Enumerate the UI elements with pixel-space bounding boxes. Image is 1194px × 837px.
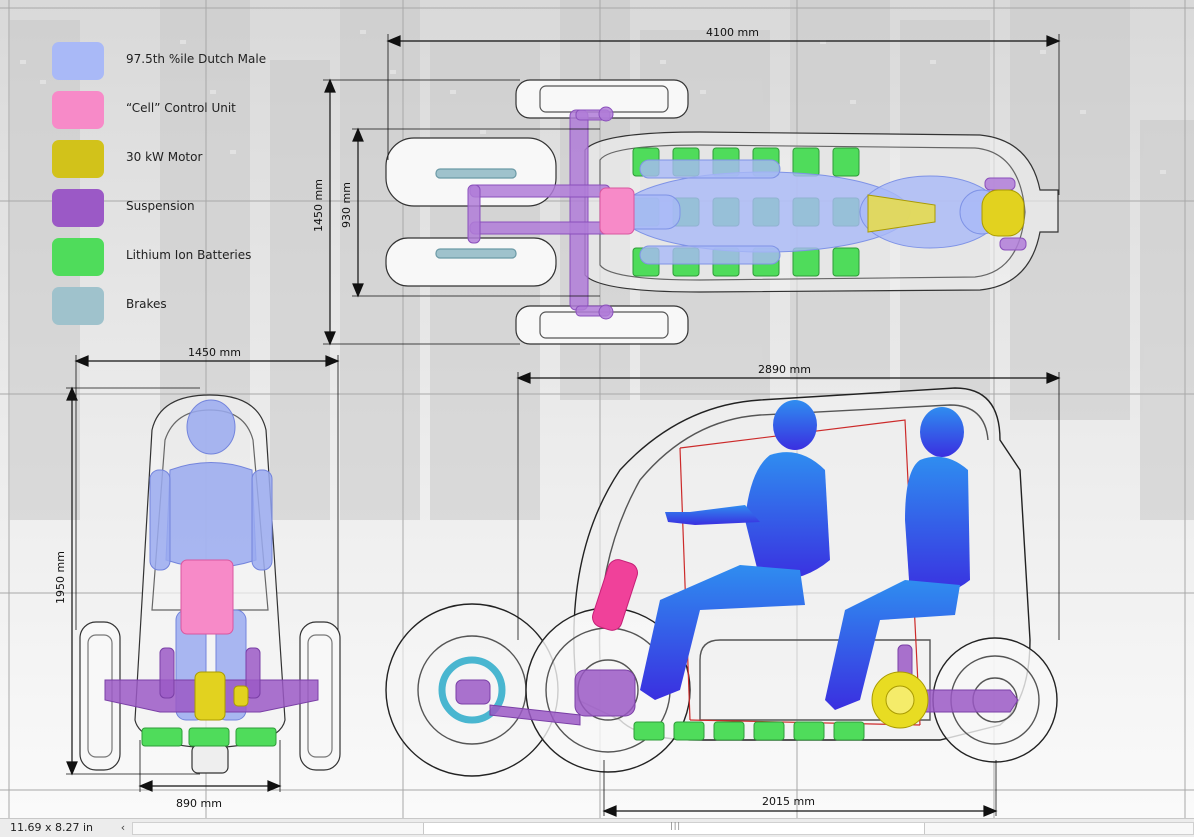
legend-label: “Cell” Control Unit [126,101,236,115]
legend-swatch [52,189,104,227]
horizontal-scrollbar[interactable]: ||| [132,821,1194,835]
side-human-driver [640,400,830,700]
front-motor [194,671,249,721]
legend-label: Lithium Ion Batteries [126,248,252,262]
dim-front-height: 1950 mm [54,551,67,604]
legend-label: Suspension [126,199,195,213]
side-batteries [633,721,865,741]
side-brake [438,656,506,724]
top-control-unit [599,187,635,235]
dim-front-width: 1450 mm [188,346,241,359]
side-motor [871,671,929,729]
front-control-unit [180,559,234,635]
dim-front-track: 890 mm [176,797,222,810]
legend-item: 97.5th %ile Dutch Male [52,42,282,91]
grip-icon: ||| [670,821,682,830]
front-batteries [141,727,277,747]
dimension-lines [66,34,1061,817]
legend-item: Brakes [52,287,282,336]
legend-label: 97.5th %ile Dutch Male [126,52,267,66]
dim-top-width-outer: 1450 mm [312,179,325,232]
legend-label: Brakes [126,297,167,311]
dim-top-width-inner: 930 mm [340,182,353,228]
legend-swatch [52,42,104,80]
legend-item: “Cell” Control Unit [52,91,282,140]
top-human-driver [609,159,911,265]
legend-item: Lithium Ion Batteries [52,238,282,287]
legend-swatch [52,91,104,129]
side-control-unit [592,559,638,631]
legend: 97.5th %ile Dutch Male “Cell” Control Un… [52,42,282,336]
top-motor [867,189,1025,237]
city-windows [20,30,1166,174]
top-suspension [467,106,1027,320]
status-bar: 11.69 x 8.27 in ‹ ||| [0,818,1194,837]
dim-top-length: 4100 mm [706,26,759,39]
drawing-canvas: 97.5th %ile Dutch Male “Cell” Control Un… [0,0,1194,818]
dim-side-length: 2890 mm [758,363,811,376]
legend-swatch [52,140,104,178]
side-suspension [455,644,1019,726]
legend-label: 30 kW Motor [126,150,203,164]
dim-wheelbase: 2015 mm [762,795,815,808]
chevron-left-icon[interactable]: ‹ [120,821,126,834]
side-human-passenger [825,407,970,710]
legend-item: Suspension [52,189,282,238]
legend-swatch [52,287,104,325]
page-size-label: 11.69 x 8.27 in [10,821,94,834]
legend-item: 30 kW Motor [52,140,282,189]
scrollbar-thumb[interactable]: ||| [423,821,925,834]
legend-swatch [52,238,104,276]
